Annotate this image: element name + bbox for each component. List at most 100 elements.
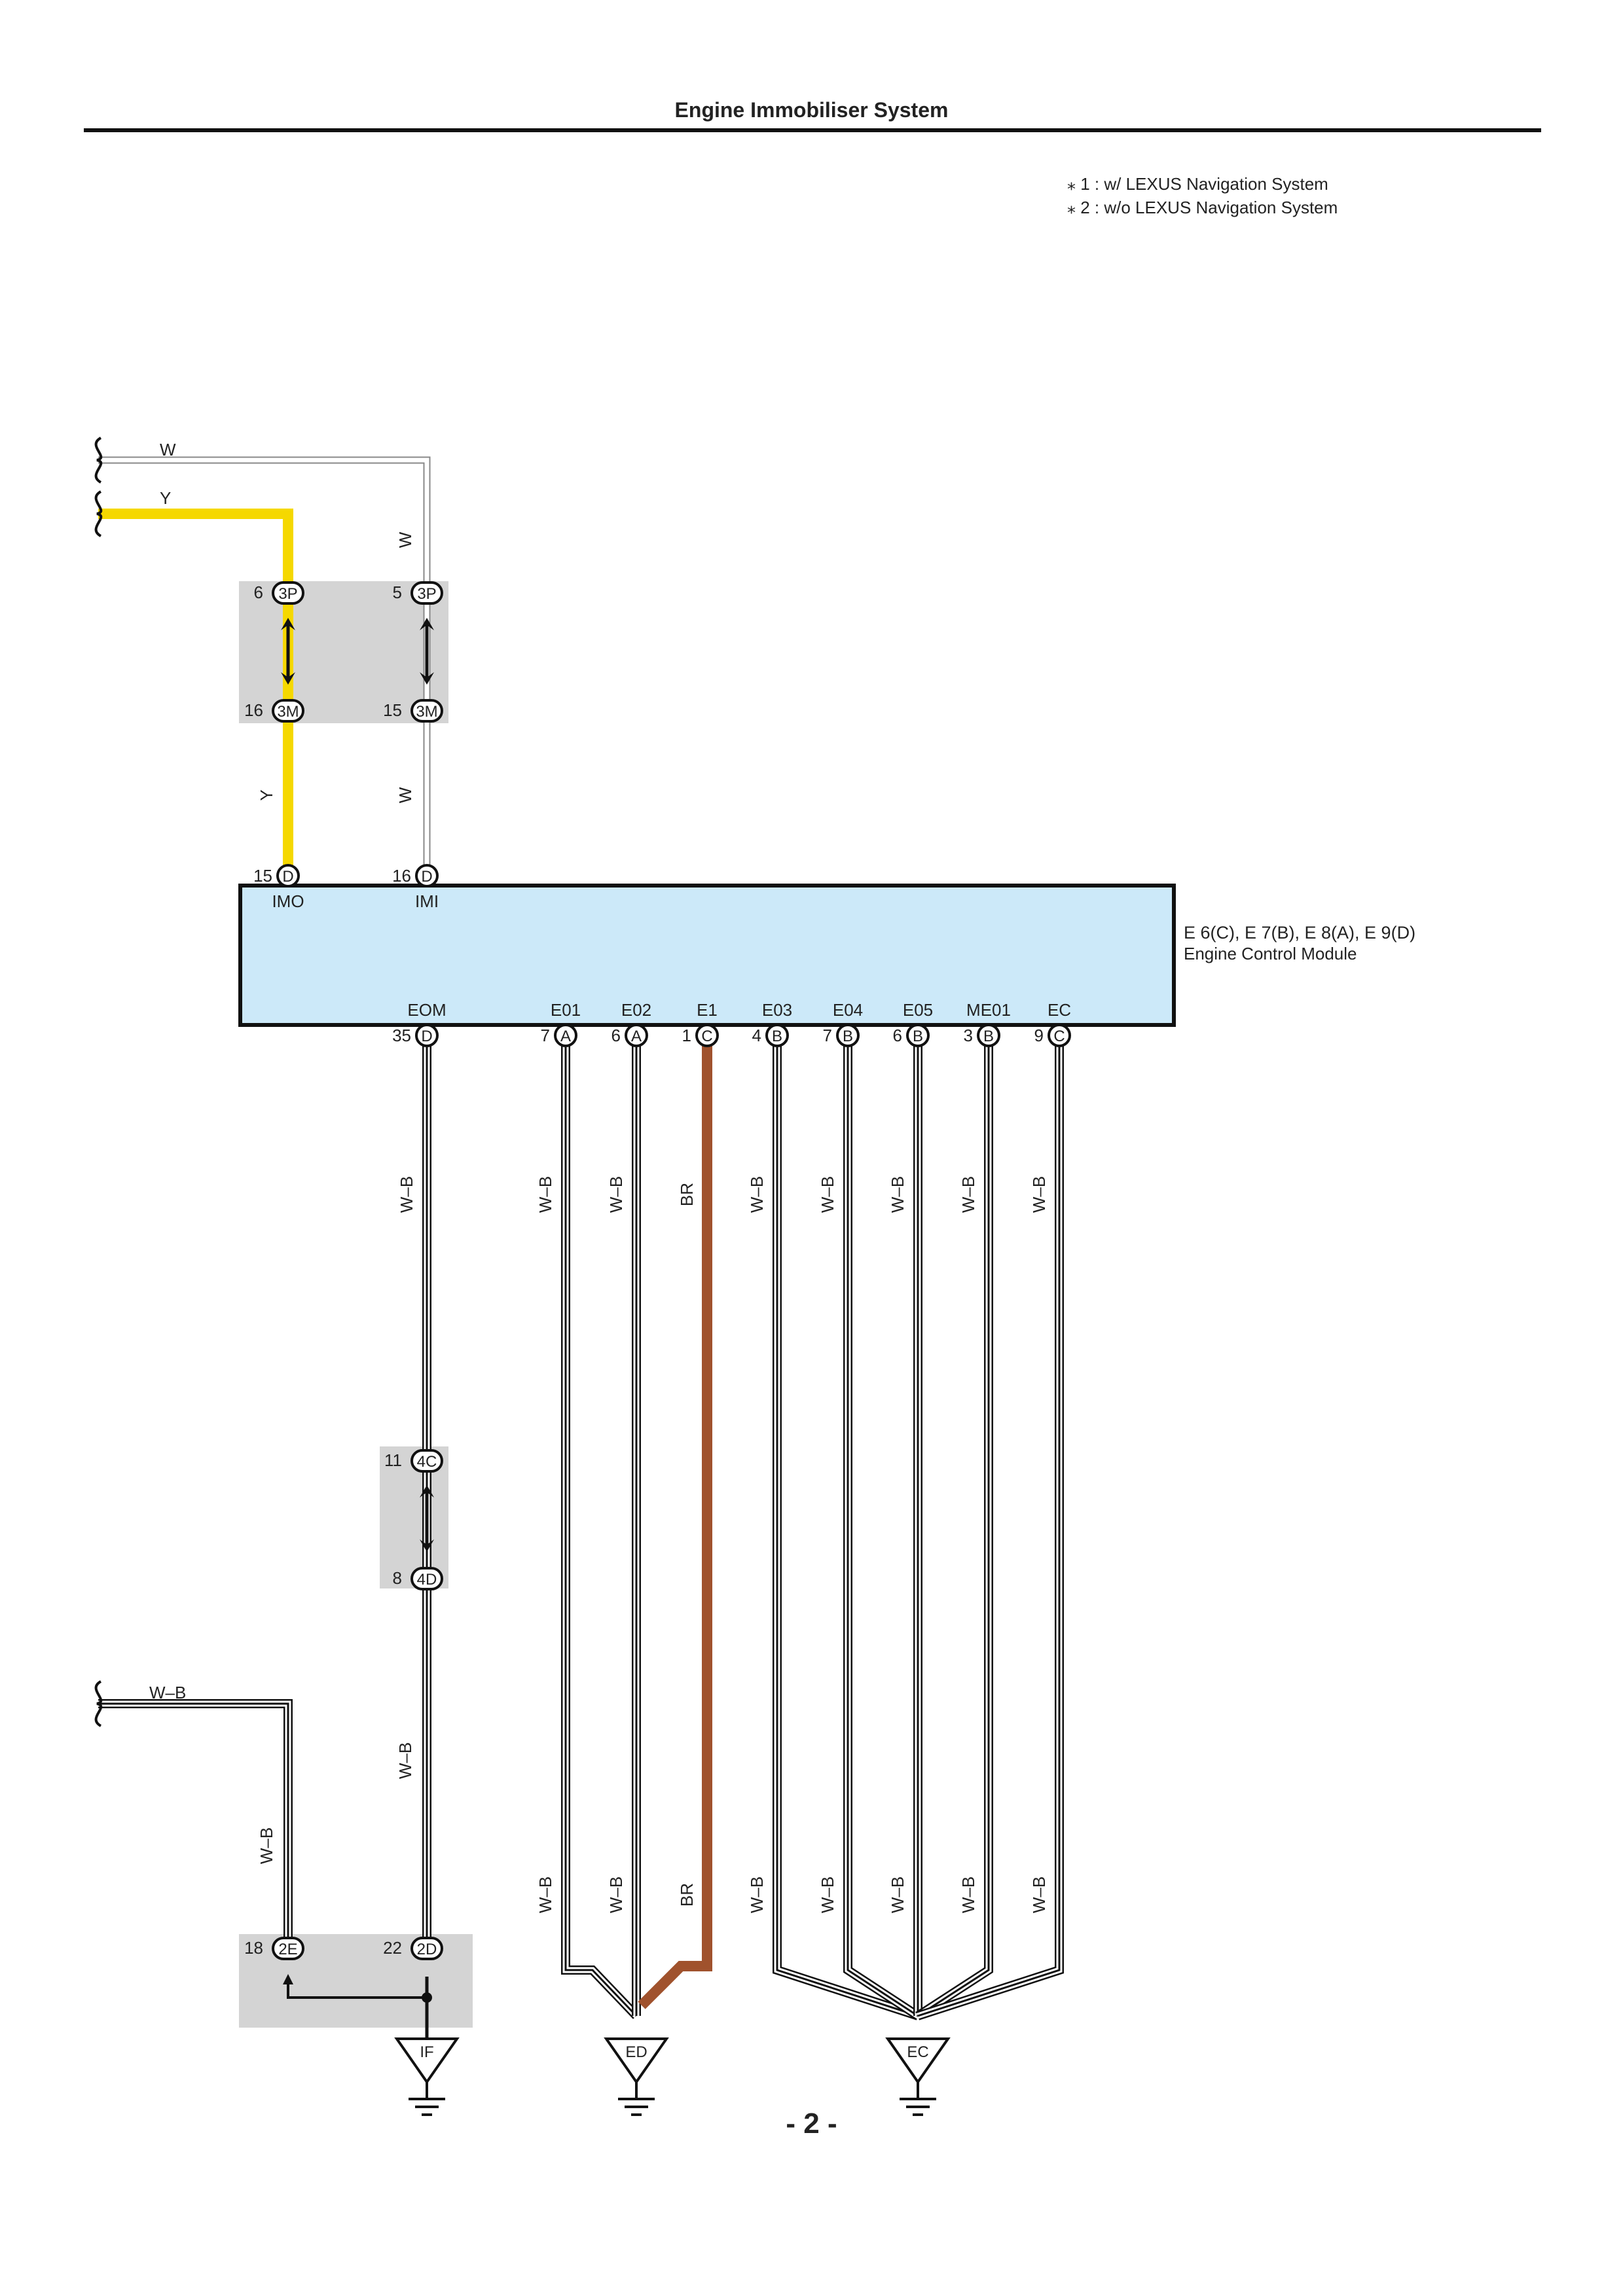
wire-w-input-inner xyxy=(98,457,429,876)
ecm-bottom-pin-label-5: E04 xyxy=(833,1000,863,1020)
ecm-bottom-pin-number-0: 35 xyxy=(392,1026,411,1045)
break-wb xyxy=(94,1680,103,1727)
ground-ec: EC xyxy=(885,2037,951,2116)
ground-if-label: IF xyxy=(420,2043,433,2061)
ecm-bottom-pin-3: C xyxy=(695,1024,719,1047)
ecm-connectors: E 6(C), E 7(B), E 8(A), E 9(D) xyxy=(1184,923,1415,942)
ecm-bottom-pin-0: D xyxy=(415,1024,439,1047)
wire-ec xyxy=(916,1035,1064,2020)
ecm-top-pin-0-shape xyxy=(276,864,300,888)
pin-label-5: 5 xyxy=(393,583,402,602)
ecm-bottom-pin-3-shape xyxy=(695,1024,719,1047)
break-y xyxy=(94,490,103,537)
ecm-bottom-pin-number-7: 3 xyxy=(964,1026,973,1045)
wire-label-y-mid: Y xyxy=(257,789,276,800)
ecm-bottom-pin-label-1: E01 xyxy=(551,1000,581,1020)
ecm-bottom-pin-2-shape xyxy=(625,1024,648,1047)
connector-4d-text: 4D xyxy=(417,1571,437,1588)
ecm-bottom-pin-0-text: D xyxy=(421,1028,432,1045)
connector-2d: 2D xyxy=(410,1937,443,1960)
ecm-top-pin-0-text: D xyxy=(282,868,293,886)
connector-4d-shape xyxy=(410,1567,443,1590)
ecm-bottom-pin-label-3: E1 xyxy=(697,1000,718,1020)
pin-label-22: 22 xyxy=(383,1938,402,1958)
ecm-bottom-pin-7-shape xyxy=(977,1024,1000,1047)
wire-label-lower-8: W–B xyxy=(1029,1876,1049,1913)
title-rule xyxy=(84,128,1541,132)
pin-label-6: 6 xyxy=(254,583,263,602)
ecm-bottom-pin-1-text: A xyxy=(560,1028,571,1045)
wire-e04-tracer xyxy=(847,1035,919,2017)
wire-label-lower-6: W–B xyxy=(888,1876,907,1913)
ecm-bottom-pin-0-shape xyxy=(415,1024,439,1047)
ecm-bottom-pin-5-text: B xyxy=(843,1028,853,1045)
ground-ed: ED xyxy=(604,2037,669,2116)
wire-label-lower-4: W–B xyxy=(747,1876,767,1913)
wire-e1-core xyxy=(638,1035,712,2009)
connector-4c: 4C xyxy=(410,1449,443,1473)
ecm-bottom-pin-2: A xyxy=(625,1024,648,1047)
connector-4d: 4D xyxy=(410,1567,443,1590)
connector-4c-text: 4C xyxy=(417,1453,437,1471)
ecm-bottom-pin-number-2: 6 xyxy=(611,1026,621,1045)
ecm-bottom-pin-1: A xyxy=(554,1024,577,1047)
wire-wb-input-tracer xyxy=(98,1702,289,1954)
wire-e01 xyxy=(561,1035,640,2019)
ecm-bottom-pin-5-shape xyxy=(836,1024,860,1047)
junction-block-upper xyxy=(239,581,448,723)
wire-label-w-top: W xyxy=(395,531,415,548)
ecm-bottom-pin-4-text: B xyxy=(772,1028,782,1045)
note-2-mark: ⁎ 2 xyxy=(1067,198,1090,217)
wire-me01-tracer xyxy=(917,1035,990,2017)
ground-ed-triangle xyxy=(604,2037,669,2085)
wire-e01-tracer xyxy=(564,1035,638,2017)
wire-label-upper-5: W–B xyxy=(818,1176,837,1213)
wire-label-eom-lower: W–B xyxy=(395,1742,415,1779)
chevron-pair-y xyxy=(281,618,295,685)
ecm-bottom-pin-number-3: 1 xyxy=(682,1026,691,1045)
input-label-y: Y xyxy=(160,488,171,508)
ecm-bottom-pin-number-1: 7 xyxy=(541,1026,550,1045)
ecm-bottom-pin-7-text: B xyxy=(983,1028,994,1045)
wire-e03-tracer xyxy=(776,1035,919,2017)
input-label-w: W xyxy=(160,440,176,459)
ecm-bottom-pin-number-4: 4 xyxy=(752,1026,761,1045)
ecm-bottom-pin-number-8: 9 xyxy=(1034,1026,1044,1045)
connector-3p-w-shape xyxy=(410,581,443,605)
wire-w-input xyxy=(98,456,431,876)
connector-3m-w-text: 3M xyxy=(416,703,437,721)
ecm-top-pin-1: D xyxy=(415,864,439,888)
wire-e04 xyxy=(843,1035,921,2020)
pin-label-15: 15 xyxy=(383,700,402,720)
ecm-bottom-pin-6-text: B xyxy=(913,1028,923,1045)
pin-label-18: 18 xyxy=(244,1938,263,1958)
wire-e1 xyxy=(638,1035,712,2009)
wire-label-upper-1: W–B xyxy=(536,1176,555,1213)
ecm-top-pin-number-0: 15 xyxy=(253,866,272,886)
wire-label-upper-6: W–B xyxy=(888,1176,907,1213)
ecm-top-pin-0: D xyxy=(276,864,300,888)
ecm-top-pin-label-0: IMO xyxy=(272,891,304,911)
connector-3p-y-shape xyxy=(272,581,304,605)
ecm-bottom-pin-number-6: 6 xyxy=(893,1026,902,1045)
wire-label-upper-8: W–B xyxy=(1029,1176,1049,1213)
connector-3m-w-shape xyxy=(410,699,443,723)
ecm-bottom-pin-label-0: EOM xyxy=(407,1000,446,1020)
chevron-pair-eom xyxy=(420,1485,434,1552)
ecm-bottom-pin-6: B xyxy=(906,1024,930,1047)
wire-me01 xyxy=(915,1035,993,2020)
ecm-top-pin-number-1: 16 xyxy=(392,866,411,886)
note-1-text: w/ LEXUS Navigation System xyxy=(1104,174,1328,194)
connector-2e-text: 2E xyxy=(278,1941,297,1958)
ecm-bottom-pin-label-6: E05 xyxy=(903,1000,933,1020)
connector-3p-y-text: 3P xyxy=(278,585,297,603)
ecm-bottom-pin-number-5: 7 xyxy=(823,1026,832,1045)
ground-if: IF xyxy=(394,2037,460,2116)
connector-2e-shape xyxy=(272,1937,304,1960)
connector-2d-shape xyxy=(410,1937,443,1960)
note-1-mark: ⁎ 1 xyxy=(1067,174,1090,194)
wire-label-lower-2: W–B xyxy=(606,1876,626,1913)
wire-ec-tracer xyxy=(917,1035,1061,2017)
connector-3p-w: 3P xyxy=(410,581,443,605)
ground-if-triangle xyxy=(394,2037,460,2085)
